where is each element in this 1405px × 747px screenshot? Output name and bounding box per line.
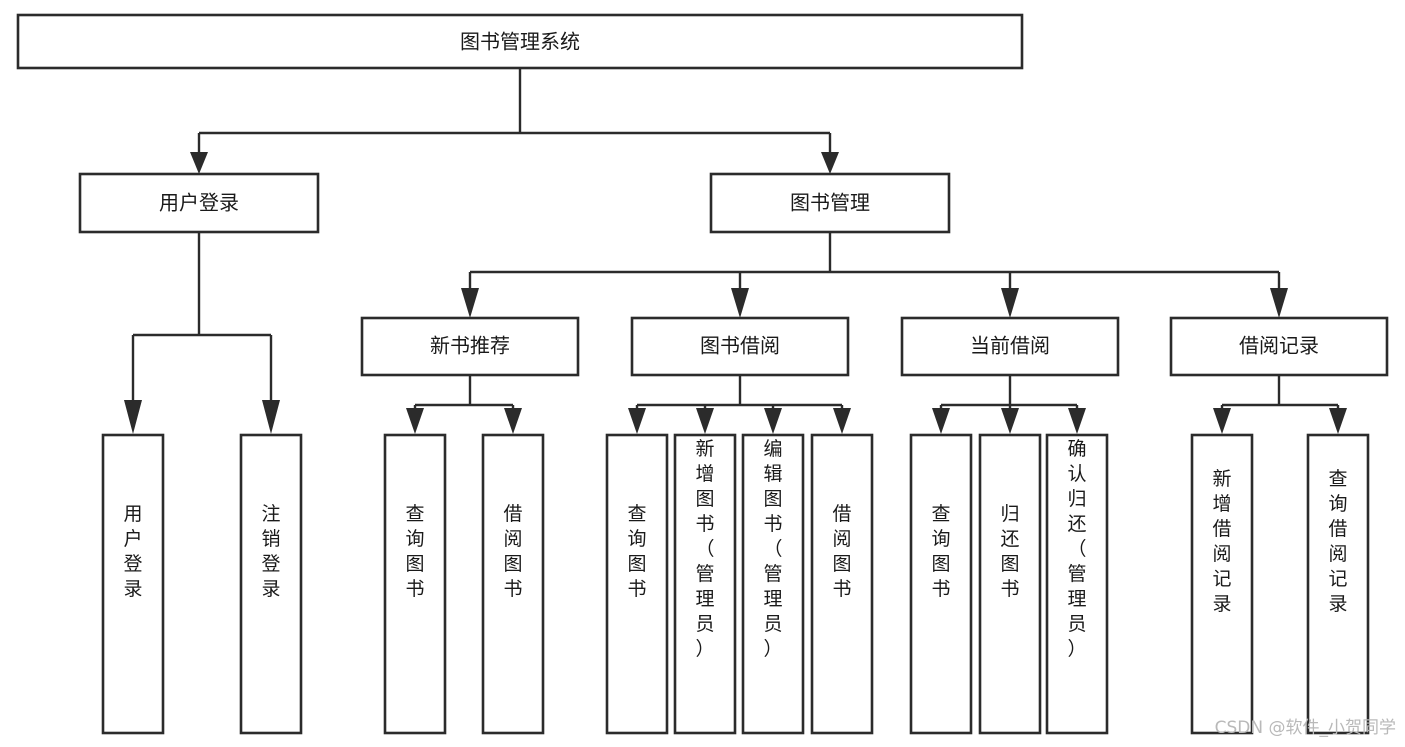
node-new-book-recommendation-label: 新书推荐 — [430, 334, 510, 358]
leaf-node-borrow-book-bb[interactable]: 借阅图书 — [810, 433, 874, 735]
leaf-node-borrow-book-nbr-box[interactable] — [481, 433, 545, 735]
leaf-node-edit-book-admin[interactable]: 编辑图书（管理员） — [741, 433, 805, 735]
arrow-br-leaf-2 — [1329, 408, 1347, 434]
node-current-borrowing-box[interactable] — [900, 316, 1120, 377]
leaf-node-query-book-nbr-box[interactable] — [383, 433, 447, 735]
leaf-node-confirm-return-admin-box[interactable] — [1045, 433, 1109, 735]
leaf-node-logout-label: 注销登录 — [261, 503, 280, 600]
node-borrowing-record-box[interactable] — [1169, 316, 1389, 377]
leaf-node-query-book-cb[interactable]: 查询图书 — [909, 433, 973, 735]
leaf-node-add-book-admin-box[interactable] — [673, 433, 737, 735]
node-new-book-recommendation[interactable]: 新书推荐 — [360, 316, 580, 377]
arrow-bb-leaf-2 — [696, 408, 714, 434]
node-root-book-management-system[interactable]: 图书管理系统 — [16, 13, 1024, 70]
connector-layer — [124, 68, 1347, 434]
leaf-node-query-book-cb-label: 查询图书 — [931, 503, 950, 600]
arrow-bb-leaf-4 — [833, 408, 851, 434]
leaf-node-return-book[interactable]: 归还图书 — [978, 433, 1042, 735]
leaf-node-query-book-bb-label: 查询图书 — [627, 503, 646, 600]
node-book-borrowing-box[interactable] — [630, 316, 850, 377]
arrow-bb-leaf-3 — [764, 408, 782, 434]
arrow-bb-leaf-1 — [628, 408, 646, 434]
arrow-cb-leaf-1 — [932, 408, 950, 434]
leaf-node-query-borrow-record-box[interactable] — [1306, 433, 1370, 735]
leaf-node-confirm-return-admin[interactable]: 确认归还（管理员） — [1045, 433, 1109, 735]
arrow-br-leaf-1 — [1213, 408, 1231, 434]
leaf-node-user-login-label: 用户登录 — [123, 503, 142, 600]
node-new-book-recommendation-box[interactable] — [360, 316, 580, 377]
node-root-box[interactable] — [16, 13, 1024, 70]
leaf-node-query-borrow-record[interactable]: 查询借阅记录 — [1306, 433, 1370, 735]
leaf-node-return-book-label: 归还图书 — [1000, 503, 1019, 600]
leaf-node-add-book-admin[interactable]: 新增图书（管理员） — [673, 433, 737, 735]
leaf-node-confirm-return-admin-label: 确认归还（管理员） — [1067, 438, 1086, 660]
leaf-node-edit-book-admin-box[interactable] — [741, 433, 805, 735]
leaf-node-edit-book-admin-label: 编辑图书（管理员） — [763, 438, 782, 660]
node-book-borrowing[interactable]: 图书借阅 — [630, 316, 850, 377]
node-borrowing-record-label: 借阅记录 — [1239, 334, 1319, 358]
node-current-borrowing[interactable]: 当前借阅 — [900, 316, 1120, 377]
leaf-node-borrow-book-nbr[interactable]: 借阅图书 — [481, 433, 545, 735]
leaf-node-query-book-bb[interactable]: 查询图书 — [605, 433, 669, 735]
node-current-borrowing-label: 当前借阅 — [970, 334, 1050, 358]
arrow-to-book-manage — [821, 152, 839, 174]
arrow-to-new-book-rec — [461, 288, 479, 318]
leaf-node-return-book-box[interactable] — [978, 433, 1042, 735]
arrow-cb-leaf-2 — [1001, 408, 1019, 434]
leaf-node-query-book-nbr[interactable]: 查询图书 — [383, 433, 447, 735]
node-user-login-label: 用户登录 — [159, 191, 239, 215]
leaf-node-user-login-box[interactable] — [101, 433, 165, 735]
node-book-management-box[interactable] — [709, 172, 951, 234]
csdn-watermark: CSDN @软件_小贺同学 — [1215, 718, 1396, 738]
arrow-to-user-login — [190, 152, 208, 174]
node-borrowing-record[interactable]: 借阅记录 — [1169, 316, 1389, 377]
node-book-borrowing-label: 图书借阅 — [700, 334, 780, 358]
node-book-management-label: 图书管理 — [790, 191, 870, 215]
node-book-management[interactable]: 图书管理 — [709, 172, 951, 234]
leaf-node-query-book-nbr-label: 查询图书 — [405, 503, 424, 600]
arrow-leaf-user-login — [124, 400, 142, 434]
leaf-node-query-book-cb-box[interactable] — [909, 433, 973, 735]
arrow-nbr-leaf-1 — [406, 408, 424, 434]
leaf-node-logout[interactable]: 注销登录 — [239, 433, 303, 735]
arrow-to-current-borrow — [1001, 288, 1019, 318]
leaf-node-query-borrow-record-label: 查询借阅记录 — [1328, 468, 1347, 615]
arrow-to-book-borrow — [731, 288, 749, 318]
node-user-login[interactable]: 用户登录 — [78, 172, 320, 234]
leaf-node-user-login[interactable]: 用户登录 — [101, 433, 165, 735]
leaf-node-logout-box[interactable] — [239, 433, 303, 735]
leaf-node-add-borrow-record[interactable]: 新增借阅记录 — [1190, 433, 1254, 735]
leaf-node-add-book-admin-label: 新增图书（管理员） — [695, 438, 714, 660]
leaf-node-borrow-book-bb-box[interactable] — [810, 433, 874, 735]
node-user-login-box[interactable] — [78, 172, 320, 234]
leaf-node-borrow-book-bb-label: 借阅图书 — [832, 503, 851, 600]
leaf-node-add-borrow-record-label: 新增借阅记录 — [1212, 468, 1231, 615]
leaf-node-borrow-book-nbr-label: 借阅图书 — [503, 503, 522, 600]
arrow-nbr-leaf-2 — [504, 408, 522, 434]
node-root-label: 图书管理系统 — [460, 30, 580, 54]
leaf-node-add-borrow-record-box[interactable] — [1190, 433, 1254, 735]
arrow-to-borrow-record — [1270, 288, 1288, 318]
arrow-leaf-logout — [262, 400, 280, 434]
leaf-node-query-book-bb-box[interactable] — [605, 433, 669, 735]
arrow-cb-leaf-3 — [1068, 408, 1086, 434]
